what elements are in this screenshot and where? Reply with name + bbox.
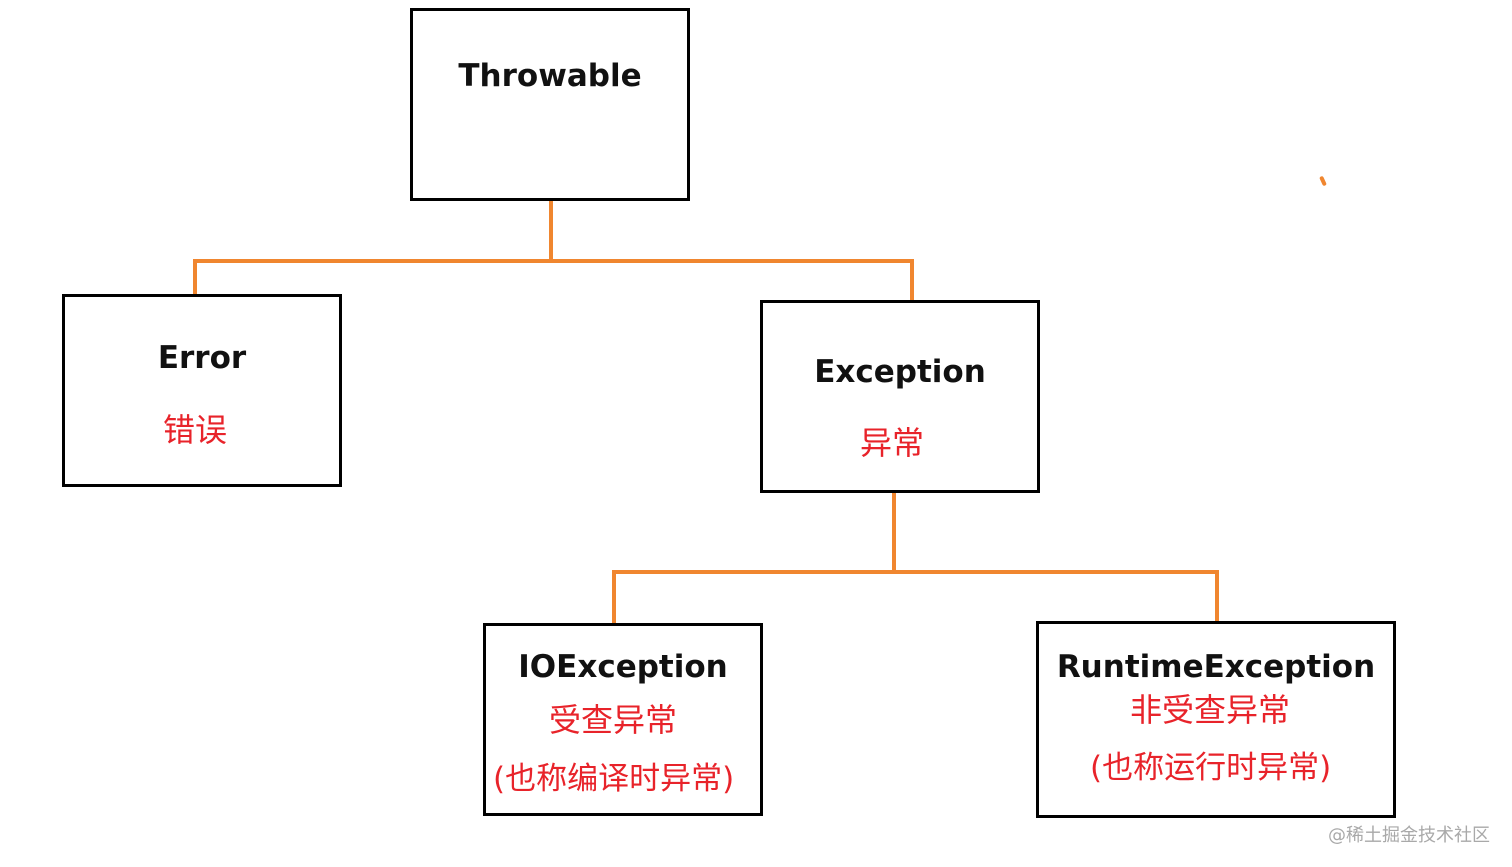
watermark-text: @稀土掘金技术社区: [1328, 825, 1490, 846]
runtimeexception-title: RuntimeException: [1056, 649, 1376, 685]
throwable-node: Throwable: [410, 8, 690, 201]
exception-chinese-label: 异常: [860, 424, 925, 462]
runtimeexception-note: (也称运行时异常): [1090, 750, 1332, 786]
ioexception-title: IOException: [518, 649, 728, 685]
runtimeexception-node: RuntimeException 非受查异常 (也称运行时异常): [1036, 621, 1396, 818]
ioexception-node: IOException 受查异常 (也称编译时异常): [483, 623, 763, 816]
error-node: Error 错误: [62, 294, 342, 487]
ioexception-chinese-label: 受查异常: [549, 701, 678, 739]
error-title: Error: [157, 340, 247, 376]
exception-title: Exception: [814, 354, 986, 390]
error-chinese-label: 错误: [163, 411, 228, 449]
exception-node: Exception 异常: [760, 300, 1040, 493]
runtimeexception-chinese-label: 非受查异常: [1130, 691, 1291, 729]
throwable-title: Throwable: [458, 58, 642, 94]
ioexception-note: (也称编译时异常): [493, 761, 735, 797]
